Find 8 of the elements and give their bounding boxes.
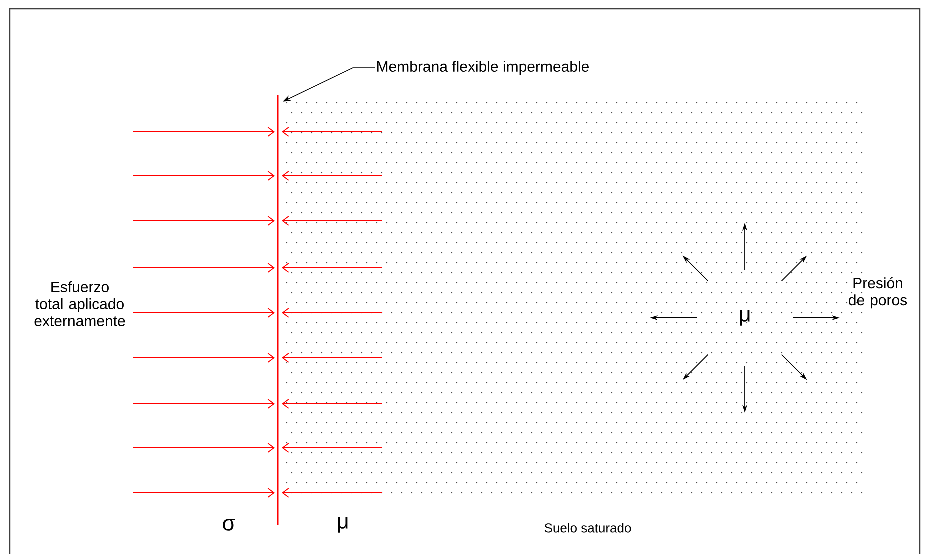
caption-text: Suelo saturado [544, 523, 632, 533]
caption-text: Esfuerzo total aplicado externamente [34, 282, 126, 326]
symbol-label: μ [338, 517, 348, 533]
membrane-line [277, 95, 279, 525]
symbol-label: μ [740, 310, 750, 326]
symbol-label: σ [223, 519, 236, 531]
caption-text: Presión de poros [849, 277, 908, 309]
leader-text: Membrana flexible impermeable [378, 61, 589, 75]
